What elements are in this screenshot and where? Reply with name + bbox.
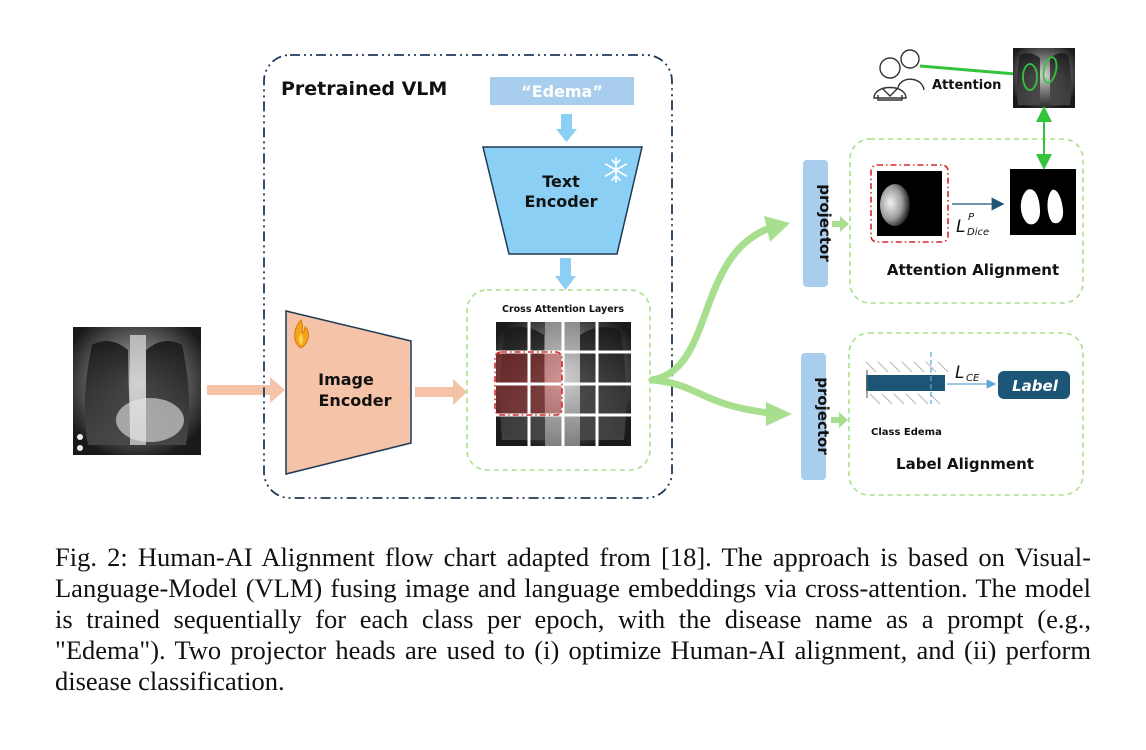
image-encoder-arrow: [415, 379, 467, 405]
flame-icon: [294, 319, 309, 349]
human-mask-image: [1010, 169, 1076, 235]
label-box: Label: [998, 371, 1070, 399]
projector-bottom-label: projector: [814, 377, 832, 455]
vlm-title: Pretrained VLM: [281, 78, 447, 100]
text-encoder-line2: Encoder: [525, 192, 598, 211]
text-encoder: Text Encoder: [482, 146, 643, 255]
projector-top: projector: [803, 160, 834, 287]
class-bar: [865, 352, 949, 405]
flow-diagram: Pretrained VLM “Edema” Text Encoder Imag…: [73, 48, 1084, 499]
attention-alignment-label: Attention Alignment: [887, 261, 1059, 279]
svg-text:L: L: [955, 363, 964, 383]
projector-bottom: projector: [801, 353, 832, 480]
prompt-text: “Edema”: [521, 82, 603, 101]
attention-text: Attention: [932, 78, 1001, 93]
prompt-box: “Edema”: [490, 77, 634, 105]
snowflake-icon: [604, 157, 628, 183]
image-encoder-line2: Encoder: [319, 391, 392, 410]
projector-top-label: projector: [816, 184, 834, 262]
cross-attention-grid: [494, 322, 631, 446]
figure-caption: Fig. 2: Human-AI Alignment flow chart ad…: [55, 542, 1091, 696]
cross-attention-title: Cross Attention Layers: [502, 304, 624, 315]
svg-text:P: P: [968, 212, 975, 223]
svg-text:L: L: [956, 217, 965, 237]
attention-map-image: [870, 164, 949, 243]
branch-arrows: [648, 224, 774, 417]
label-alignment-label: Label Alignment: [896, 455, 1034, 473]
class-label: Class Edema: [871, 427, 942, 438]
dice-loss-label: L P Dice: [956, 212, 989, 238]
input-arrow: [207, 377, 285, 403]
annotated-xray-image: [1013, 48, 1075, 108]
text-encoder-arrow: [555, 258, 576, 290]
text-encoder-line1: Text: [542, 172, 580, 191]
svg-text:Dice: Dice: [967, 227, 989, 238]
doctors-icon: [873, 49, 925, 101]
projector-arrows: [831, 216, 849, 428]
svg-text:CE: CE: [966, 373, 980, 384]
vlm-container: [263, 54, 673, 499]
image-encoder: Image Encoder: [285, 310, 412, 475]
input-xray-image: [73, 327, 201, 455]
image-encoder-line1: Image: [318, 370, 374, 389]
branch-arrowhead-top: [764, 216, 790, 242]
prompt-arrow: [556, 114, 577, 142]
ce-loss-label: L CE: [955, 363, 980, 384]
branch-arrowhead-bottom: [766, 402, 792, 426]
label-box-text: Label: [1012, 377, 1059, 395]
